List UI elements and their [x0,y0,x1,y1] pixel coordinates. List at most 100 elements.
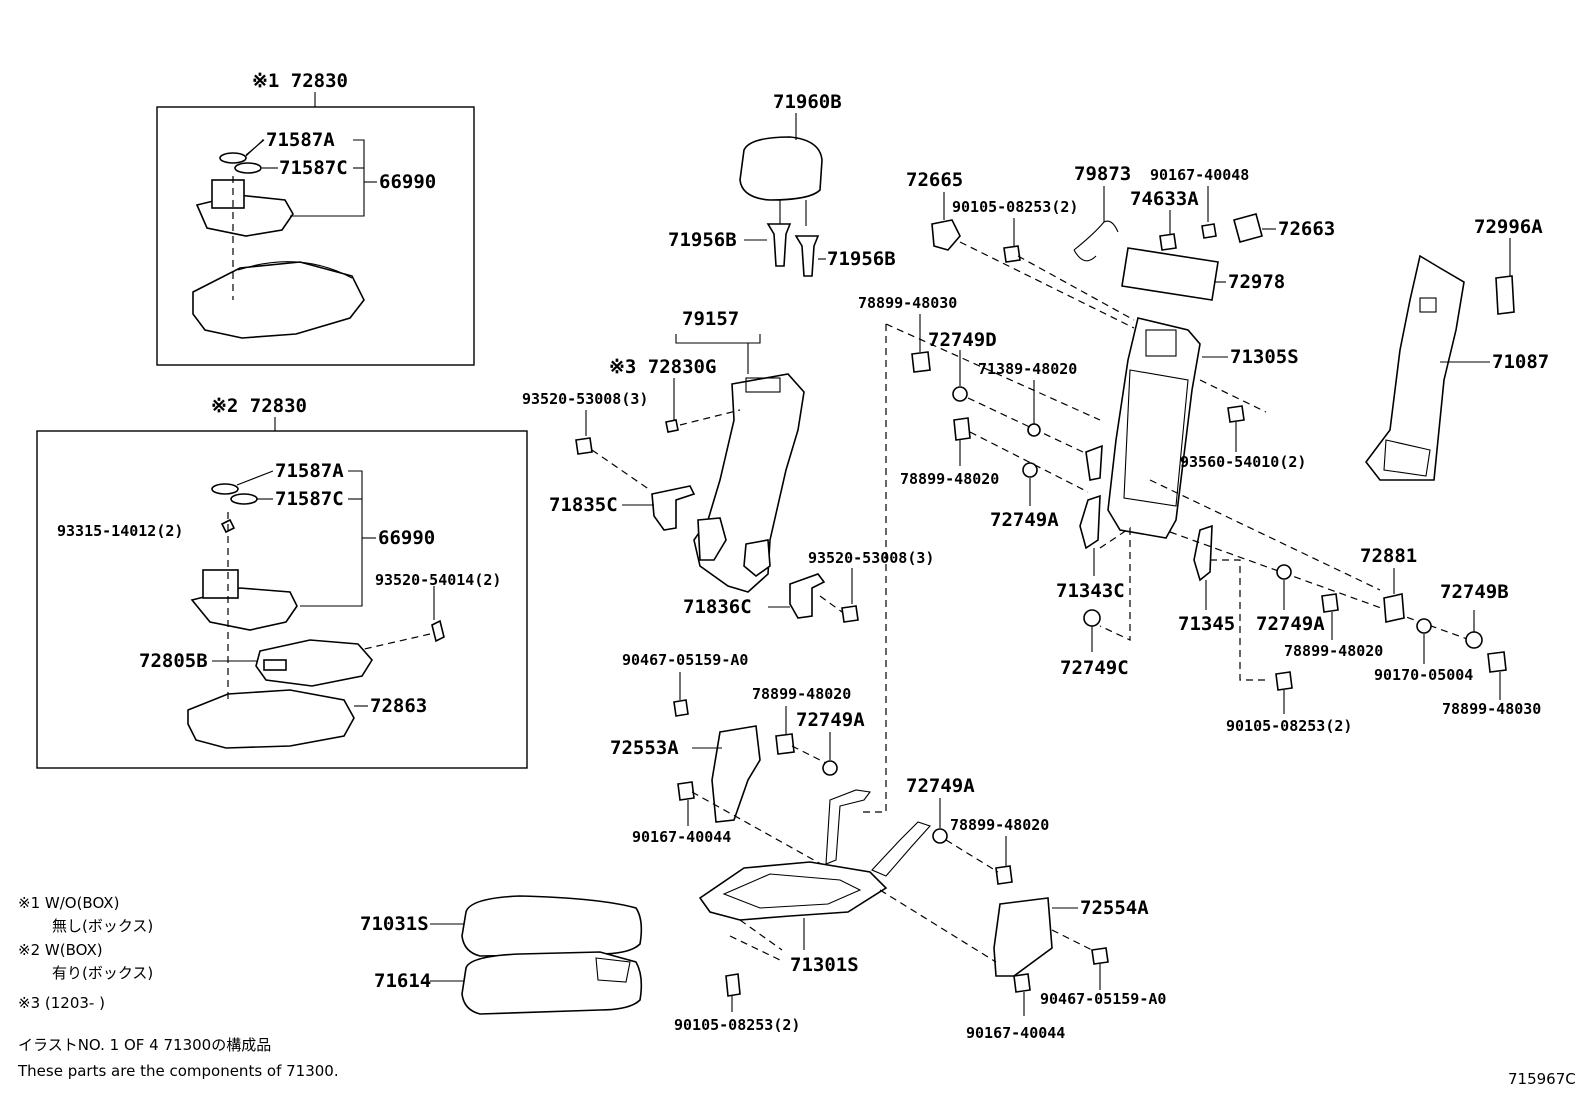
screw-93520-box2 [431,619,445,643]
screw-93560 [1227,405,1245,423]
headrest-guide-right [794,235,820,277]
screw-78899-48030-a [911,351,931,373]
clip-71587c-box1 [234,162,262,174]
cushion-71614 [461,951,643,1015]
label-72863-box2: 72863 [370,695,427,717]
label-71836c: 71836C [683,596,752,618]
note-1b: 無し(ボックス) [52,917,153,935]
clip-90467-b [1091,947,1109,965]
label-71614: 71614 [374,970,431,992]
label-78899-48020-d: 78899-48020 [950,816,1049,834]
label-78899-48030-a: 78899-48030 [858,294,957,312]
nut-72749c [1083,609,1101,627]
label-71301s: 71301S [790,954,859,976]
clip-71587a-box1 [219,152,247,164]
label-90170: 90170-05004 [1374,666,1473,684]
label-72749d: 72749D [928,329,997,351]
label-66990-box2: 66990 [378,527,435,549]
panel-72978 [1121,247,1219,301]
screw-78899-48020-b [1321,593,1339,613]
screw-78899-48020-d [995,865,1013,885]
label-79873: 79873 [1074,163,1131,185]
label-72996a: 72996A [1474,216,1543,238]
label-78899-48020-b: 78899-48020 [1284,642,1383,660]
label-78899-48030-b: 78899-48030 [1442,700,1541,718]
bracket-72881 [1383,593,1405,623]
clip-72665 [931,219,961,251]
frame-71305s [1107,317,1201,539]
nut-72749a-c [822,760,838,776]
lid-latch-box2 [263,659,287,671]
cushion-71031s [461,895,643,957]
inset-box-2 [36,430,528,769]
panel-71087 [1364,254,1465,481]
seat-frame-71301s [698,861,888,921]
armrest-base-box1 [192,261,365,339]
label-72663: 72663 [1278,218,1335,240]
note-2a: ※2 W(BOX) [18,941,103,959]
label-71389: 71389-48020 [978,360,1077,378]
label-74633a: 74633A [1130,188,1199,210]
label-71087: 71087 [1492,351,1549,373]
label-71587c-box2: 71587C [275,488,344,510]
label-72749a-a: 72749A [990,509,1059,531]
nut-71389 [1027,423,1041,437]
label-72749c: 72749C [1060,657,1129,679]
nut-72749b [1465,631,1483,649]
nut-72749d [952,386,968,402]
label-72749a-d: 72749A [906,775,975,797]
label-71956b-left: 71956B [668,229,737,251]
screw-72830g [665,419,679,433]
note-1a: ※1 W/O(BOX) [18,894,119,912]
note-3: ※3 (1203- ) [18,994,105,1012]
label-72749b: 72749B [1440,581,1509,603]
label-93520-box2: 93520-54014(2) [375,571,501,589]
label-90167-40048: 90167-40048 [1150,166,1249,184]
headrest-guide-left [766,223,792,267]
components-note: These parts are the components of 71300. [17,1062,339,1080]
label-90467-b: 90467-05159-A0 [1040,990,1166,1008]
clip-71587a-box2 [211,483,239,495]
nut-72749a-a [1022,462,1038,478]
box1-title: ※1 72830 [252,70,348,92]
bracket-71836c [789,573,826,619]
screw-90105-c [725,973,741,997]
label-79157: 79157 [682,308,739,330]
label-71031s: 71031S [360,913,429,935]
screw-93520-a [575,437,593,455]
seat-cover-bracket-right [743,539,771,578]
clip-72663 [1233,213,1263,243]
label-71960b: 71960B [773,91,842,113]
label-72978: 72978 [1228,271,1285,293]
label-66990-box1: 66990 [379,171,436,193]
seat-frame-strut [825,789,871,865]
cover-72554a [993,897,1053,977]
screw-90105-b [1275,671,1293,691]
screw-78899-48030-b [1487,651,1507,673]
label-90105-08253-c: 90105-08253(2) [674,1016,800,1034]
label-72665: 72665 [906,169,963,191]
label-72554a: 72554A [1080,897,1149,919]
screw-90167-40044-a [677,781,695,801]
label-93520-53008-a: 93520-53008(3) [522,390,648,408]
lid-72805b-box2 [255,639,373,687]
bracket-71343c [1079,494,1101,550]
bracket-71345 [1193,524,1213,582]
armrest-base-72863-box2 [187,689,355,749]
label-93560: 93560-54010(2) [1180,453,1306,471]
label-90467-a: 90467-05159-A0 [622,651,748,669]
clip-72996a [1495,275,1515,315]
label-93520-53008-b: 93520-53008(3) [808,549,934,567]
label-71956b-right: 71956B [827,248,896,270]
label-90167-40044-a: 90167-40044 [632,828,731,846]
washer-90170 [1416,618,1432,634]
diagram-code: 715967C [1508,1070,1576,1088]
label-72881: 72881 [1360,545,1417,567]
label-78899-48020-a: 78899-48020 [900,470,999,488]
wire-79873 [1073,220,1119,262]
cup-holder-tab-box1 [211,179,245,209]
clip-90467-a [673,699,689,717]
nut-72749a-b [1276,564,1292,580]
